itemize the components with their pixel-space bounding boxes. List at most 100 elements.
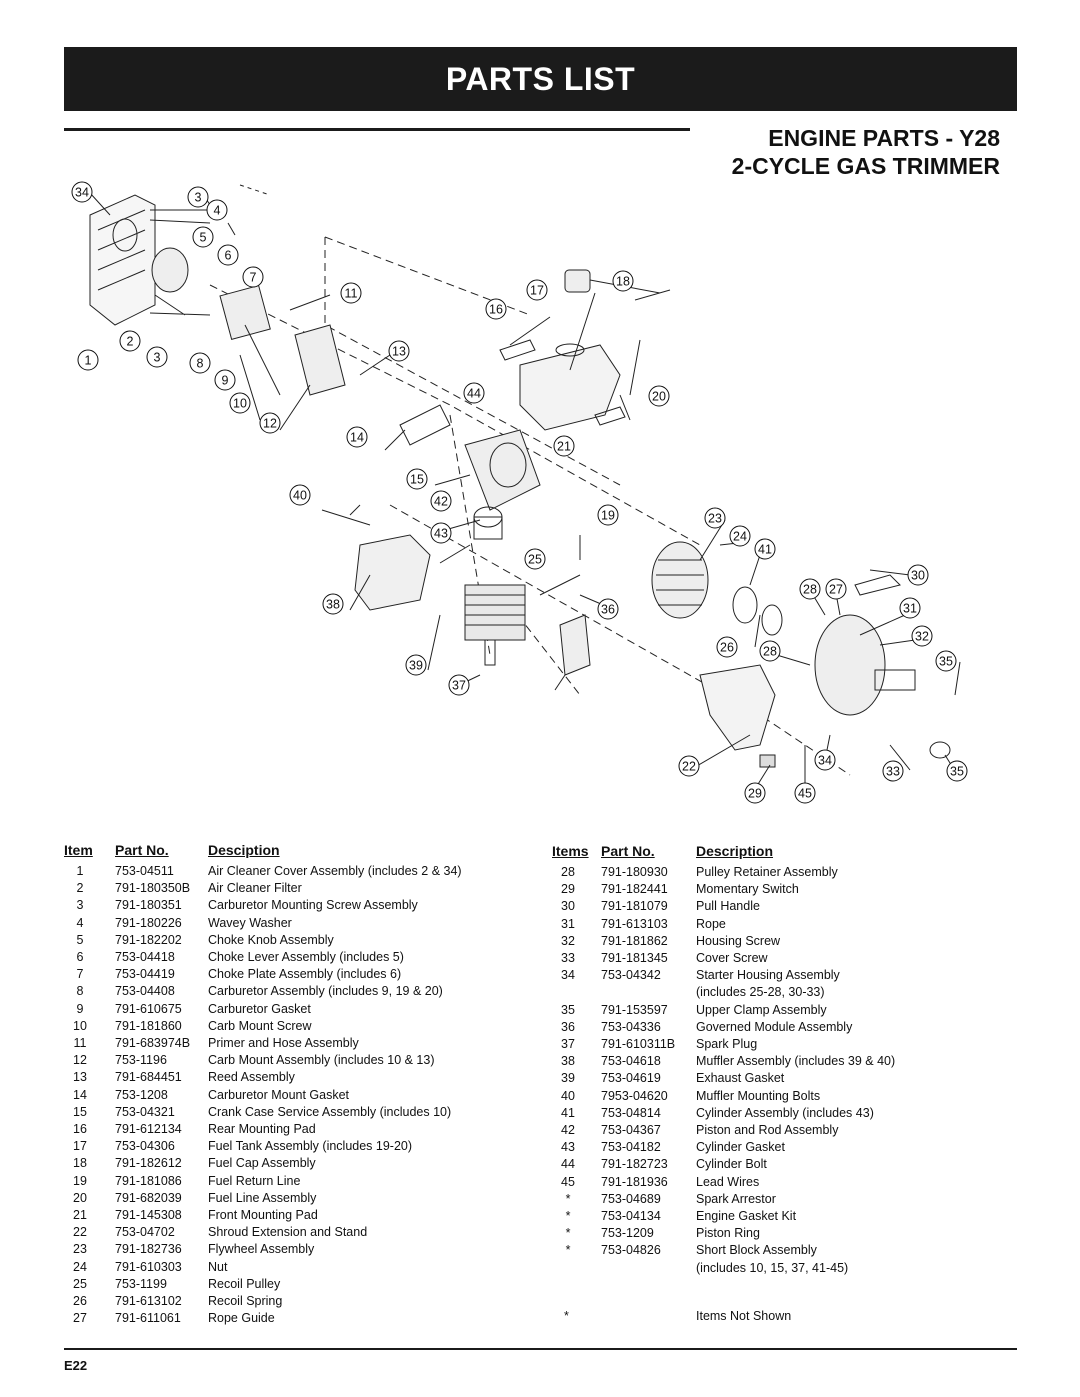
item-number: 18 [73, 1156, 87, 1171]
item-number: 34 [561, 968, 575, 983]
part-description: Piston Ring [696, 1226, 760, 1241]
callout-label: 32 [915, 630, 929, 644]
item-number: * [565, 1209, 571, 1223]
part-number: 753-04826 [601, 1243, 661, 1258]
callout-28: 28 [799, 578, 821, 600]
part-number: 753-04702 [115, 1225, 175, 1240]
callout-8: 8 [189, 352, 211, 374]
part-number: 791-611061 [115, 1311, 181, 1326]
part-number: 753-04134 [601, 1209, 661, 1223]
part-description: Carburetor Mounting Screw Assembly [208, 898, 418, 913]
item-number: 27 [73, 1311, 87, 1326]
callout-11: 11 [340, 282, 362, 304]
callout-label: 27 [829, 583, 843, 597]
callout-38: 38 [322, 593, 344, 615]
callout-label: 6 [225, 249, 232, 263]
callout-label: 28 [803, 583, 817, 597]
item-number: 41 [561, 1105, 575, 1120]
item-number: 42 [561, 1123, 575, 1137]
item-number: 31 [561, 916, 575, 931]
item-number: 15 [73, 1104, 87, 1119]
part-number: 791-610303 [115, 1259, 182, 1274]
part-number: 753-04342 [601, 968, 661, 983]
item-number: * [565, 1243, 571, 1258]
part-description: Recoil Spring [208, 1294, 283, 1308]
footnote-marker: * [564, 1309, 569, 1323]
part-number: 791-180351 [115, 898, 182, 913]
part-number: 753-04618 [601, 1054, 661, 1069]
callout-36: 36 [597, 598, 619, 620]
item-number: 6 [76, 950, 84, 964]
item-number: 21 [73, 1208, 87, 1222]
part-number: 791-182441 [601, 882, 668, 897]
part-description: Fuel Return Line [208, 1173, 301, 1188]
part-number: 753-04419 [115, 967, 175, 982]
part-number: 791-181862 [601, 933, 668, 948]
callout-label: 40 [293, 489, 307, 503]
part-description: Spark Plug [696, 1037, 758, 1051]
callout-3: 3 [146, 346, 168, 368]
part-number: 791-682039 [115, 1190, 182, 1205]
item-number: 23 [73, 1242, 87, 1257]
callout-25: 25 [524, 548, 546, 570]
callout-label: 39 [409, 659, 423, 673]
callout-27: 27 [825, 578, 847, 600]
callout-label: 30 [911, 569, 925, 583]
callout-26: 26 [716, 636, 738, 658]
callout-label: 18 [616, 275, 630, 289]
callout-label: 26 [720, 641, 734, 655]
part-description: Spark Arrestor [696, 1191, 776, 1206]
part-number: 753-04619 [601, 1071, 661, 1086]
callout-15: 15 [406, 468, 428, 490]
part-description: Air Cleaner Filter [208, 881, 302, 896]
part-number: 753-04689 [601, 1191, 661, 1206]
callout-12: 12 [259, 412, 281, 434]
callout-21: 21 [553, 435, 575, 457]
callout-label: 3 [195, 191, 202, 205]
callout-41: 41 [754, 538, 776, 560]
item-number: 24 [73, 1259, 87, 1274]
item-number: 25 [73, 1276, 87, 1291]
callout-14: 14 [346, 426, 368, 448]
part-description: Wavey Washer [208, 915, 292, 930]
callout-45: 45 [794, 782, 816, 804]
part-description: Rear Mounting Pad [208, 1122, 316, 1136]
callout-2: 2 [119, 330, 141, 352]
callout-33: 33 [882, 760, 904, 782]
footer-rule [64, 1348, 1017, 1350]
part-number: 791-181079 [601, 899, 668, 914]
callout-3: 3 [187, 186, 209, 208]
column-header-description: Desciption [208, 842, 280, 858]
item-number: 20 [73, 1190, 87, 1205]
part-description: (includes 25-28, 30-33) [696, 985, 825, 1000]
part-number: 791-181086 [115, 1173, 182, 1188]
part-description: Momentary Switch [696, 882, 799, 897]
callout-label: 13 [392, 345, 406, 359]
item-number: 11 [73, 1036, 87, 1050]
part-description: Piston and Rod Assembly [696, 1123, 839, 1137]
part-description: Air Cleaner Cover Assembly (includes 2 &… [208, 864, 462, 878]
callout-label: 22 [682, 760, 696, 774]
callout-label: 15 [410, 473, 424, 487]
item-number: 12 [73, 1053, 87, 1068]
part-description: Carburetor Gasket [208, 1001, 311, 1016]
part-number: 753-04321 [115, 1104, 175, 1119]
part-description: Lead Wires [696, 1174, 760, 1189]
callout-label: 43 [434, 527, 448, 541]
part-description: Carburetor Mount Gasket [208, 1087, 350, 1102]
part-number: 753-04367 [601, 1123, 661, 1137]
part-number: 791-180930 [601, 865, 668, 879]
column-header-part-no: Part No. [115, 842, 169, 858]
callout-30: 30 [907, 564, 929, 586]
item-number: 9 [76, 1001, 84, 1016]
callout-label: 42 [434, 495, 448, 509]
callout-label: 11 [345, 287, 358, 301]
part-description: Choke Plate Assembly (includes 6) [208, 967, 402, 982]
part-description: Primer and Hose Assembly [208, 1036, 359, 1050]
callout-label: 44 [467, 387, 481, 401]
callout-label: 41 [758, 543, 772, 557]
item-number: 4 [76, 915, 84, 930]
column-header-item: Item [64, 842, 93, 858]
